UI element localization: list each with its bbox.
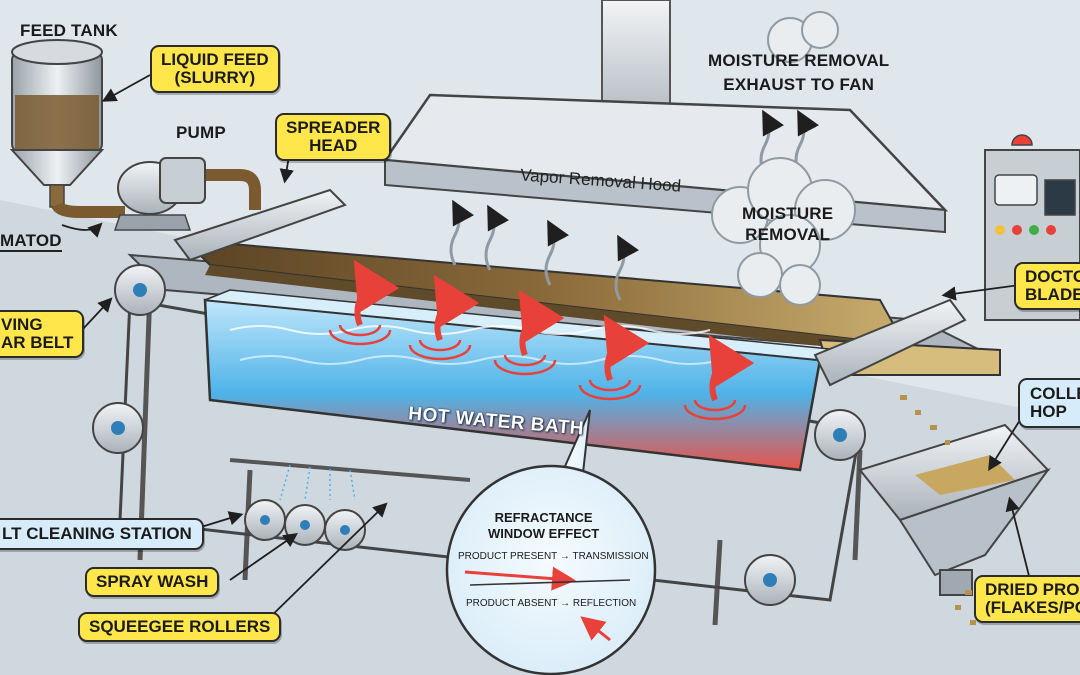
doctor-blade-label: DOCTO BLADE xyxy=(1014,262,1080,310)
liquid-feed-label: LIQUID FEED (SLURRY) xyxy=(150,45,280,93)
matod-label: MATOD xyxy=(0,231,62,252)
spreader-head-line-2: HEAD xyxy=(309,135,358,155)
moisture-removal-label: MOISTURE REMOVAL xyxy=(742,205,833,244)
moisture-removal-line-2: REMOVAL xyxy=(745,224,831,244)
moisture-exhaust-label: MOISTURE REMOVAL EXHAUST TO FAN xyxy=(708,52,889,94)
moisture-exhaust-line-1: MOISTURE REMOVAL xyxy=(708,51,890,70)
doctor-blade-line-1: DOCTO xyxy=(1025,267,1080,286)
vapor-removal-hood xyxy=(382,93,949,234)
product-absent-reflection: PRODUCT ABSENT → REFLECTION xyxy=(466,598,637,609)
belt-cleaning-station-label: LT CLEANING STATION xyxy=(0,518,204,550)
moisture-removal-line-1: MOISTURE xyxy=(742,204,834,223)
spreader-head xyxy=(173,188,347,262)
doctor-blade xyxy=(813,298,967,387)
feed-tank-label: FEED TANK xyxy=(20,21,118,40)
steam-cloud xyxy=(711,11,856,306)
refractance-title: REFRACTANCE WINDOW EFFECT xyxy=(488,510,599,541)
collection-hopper-line-2: HOP xyxy=(1030,401,1067,421)
dried-product-line-2: (FLAKES/POW xyxy=(985,597,1080,617)
collection-hopper-line-1: COLLE xyxy=(1030,384,1080,403)
squeegee-rollers-label: SQUEEGEE ROLLERS xyxy=(78,612,282,642)
moving-belt-label: VING AR BELT xyxy=(0,310,85,358)
dried-product-line-1: DRIED PROD xyxy=(985,580,1080,599)
leader-lines xyxy=(61,74,1031,626)
moisture-exhaust-line-2: EXHAUST TO FAN xyxy=(723,74,875,94)
refractance-window-callout xyxy=(445,409,657,675)
liquid-feed-line-2: (SLURRY) xyxy=(174,67,256,87)
spreader-head-line-1: SPREADER xyxy=(286,118,381,137)
product-present-transmission: PRODUCT PRESENT → TRANSMISSION xyxy=(458,551,649,562)
falling-flakes xyxy=(900,395,976,625)
refractance-title-line-2: WINDOW EFFECT xyxy=(488,525,600,541)
pump-label: PUMP xyxy=(176,123,226,142)
heat-arrows xyxy=(328,259,755,421)
collection-hopper-label: COLLE HOP xyxy=(1018,378,1080,428)
refractance-title-line-1: REFRACTANCE xyxy=(494,510,593,525)
spray-wash xyxy=(229,458,471,501)
moving-belt-line-1: VING xyxy=(1,315,43,334)
feed-tank xyxy=(9,39,105,208)
dried-product-label: DRIED PROD (FLAKES/POW xyxy=(974,575,1080,623)
spreader-head-label: SPREADER HEAD xyxy=(275,113,392,161)
rollers xyxy=(92,264,866,606)
liquid-feed-line-1: LIQUID FEED xyxy=(161,50,269,69)
feed-pipe xyxy=(51,169,261,218)
pump xyxy=(113,157,206,231)
doctor-blade-line-2: BLADE xyxy=(1025,284,1080,304)
spray-wash-label: SPRAY WASH xyxy=(85,567,220,597)
moving-belt-line-2: AR BELT xyxy=(1,332,74,352)
